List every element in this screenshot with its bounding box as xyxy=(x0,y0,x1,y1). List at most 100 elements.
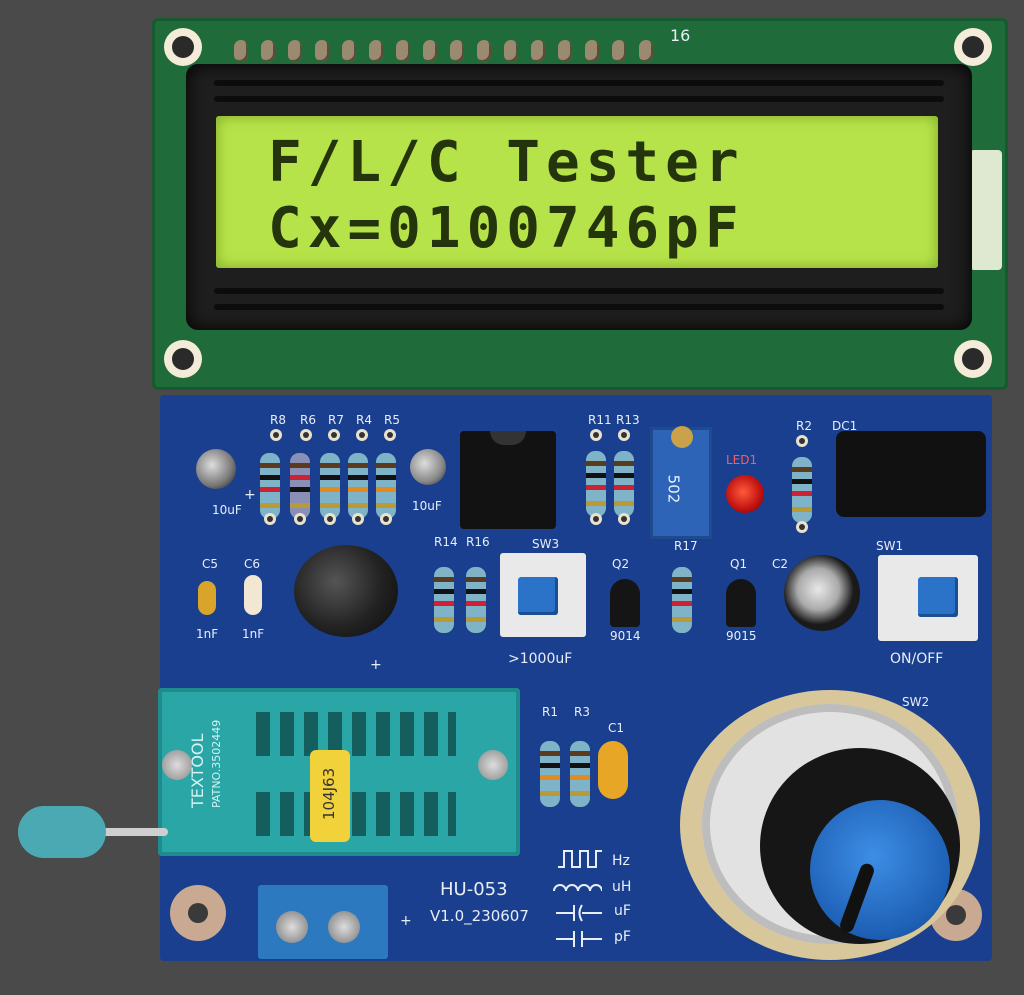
knob-pointer xyxy=(838,861,876,935)
header-pin xyxy=(585,40,599,62)
label-sw3: SW3 xyxy=(532,537,560,551)
pad xyxy=(328,429,340,441)
label-q1-part: 9015 xyxy=(726,629,757,643)
header-pin xyxy=(612,40,626,62)
lcd-line-1: F/L/C Tester xyxy=(268,130,745,195)
resistor-r16 xyxy=(466,567,486,633)
label-sw1: SW1 xyxy=(876,539,904,553)
plus-mark: + xyxy=(244,487,256,503)
resistor-r7 xyxy=(320,453,340,519)
pad xyxy=(300,429,312,441)
resistor-r13 xyxy=(614,451,634,517)
hole xyxy=(946,905,966,925)
terminal-plus-mark: + xyxy=(400,913,412,929)
capacitor-code: 104J63 xyxy=(320,767,338,820)
pad xyxy=(384,429,396,441)
header-pin xyxy=(504,40,518,62)
capacitor-c1 xyxy=(598,741,628,799)
socket-brand-text: TEXTOOL xyxy=(188,733,207,808)
socket-rivet-right xyxy=(478,750,508,780)
label-r17: R17 xyxy=(674,539,698,553)
pad xyxy=(324,513,336,525)
label-uh: uH xyxy=(612,879,632,895)
label-r3: R3 xyxy=(574,705,590,719)
label-pf: pF xyxy=(614,929,631,945)
socket-rivet-left xyxy=(162,750,192,780)
pad xyxy=(270,429,282,441)
bezel-rib-bottom-2 xyxy=(214,304,944,310)
led-red xyxy=(726,475,764,513)
capacitor-c2 xyxy=(784,555,860,631)
socket-lever-arm[interactable] xyxy=(76,828,168,836)
label-10uf-left: 10uF xyxy=(212,503,242,517)
mounting-hole-bottom-right xyxy=(954,340,992,378)
resistor-r14 xyxy=(434,567,454,633)
capacitor-symbol xyxy=(556,929,602,949)
label-sw2: SW2 xyxy=(902,695,930,709)
label-r5: R5 xyxy=(384,413,400,427)
ic-chip xyxy=(460,431,556,529)
capacitor-c5 xyxy=(198,581,216,615)
trimmer-potentiometer[interactable]: 502 xyxy=(650,426,712,539)
label-c6: C6 xyxy=(244,557,261,571)
label-hz: Hz xyxy=(612,853,630,869)
polar-capacitor-symbol xyxy=(556,903,602,923)
terminal-screw-1[interactable] xyxy=(276,911,308,943)
screw-terminal-block xyxy=(258,885,388,959)
label-c5: C5 xyxy=(202,557,219,571)
bezel-rib-top-2 xyxy=(214,96,944,102)
dc-power-jack[interactable] xyxy=(836,431,986,517)
resistor-r8 xyxy=(260,453,280,519)
label-q2: Q2 xyxy=(612,557,630,571)
trimmer-screw[interactable] xyxy=(671,426,693,448)
switch-sw3-button[interactable] xyxy=(518,577,558,615)
mounting-hole-bottom-left xyxy=(164,340,202,378)
pad xyxy=(796,435,808,447)
pad xyxy=(352,513,364,525)
inductor-choke xyxy=(294,545,398,637)
resistor-r11 xyxy=(586,451,606,517)
socket-lever-knob[interactable] xyxy=(18,806,106,858)
selector-knob[interactable] xyxy=(810,800,950,940)
hole xyxy=(188,903,208,923)
capacitor-10uf-right xyxy=(410,449,446,485)
header-pin xyxy=(315,40,329,62)
header-pin xyxy=(639,40,653,62)
socket-plus-mark: + xyxy=(370,657,382,673)
label-uf: uF xyxy=(614,903,631,919)
pad xyxy=(590,513,602,525)
lcd-screen: F/L/C Tester Cx=0100746pF xyxy=(216,116,938,268)
terminal-screw-2[interactable] xyxy=(328,911,360,943)
label-c5-value: 1nF xyxy=(196,627,219,641)
socket-contacts-top xyxy=(256,712,456,756)
mounting-hole-top-right xyxy=(954,28,992,66)
ic-notch xyxy=(490,431,526,445)
label-led1: LED1 xyxy=(726,453,758,467)
header-pin xyxy=(531,40,545,62)
header-pin xyxy=(558,40,572,62)
label-c1: C1 xyxy=(608,721,625,735)
pad xyxy=(618,429,630,441)
pad xyxy=(294,513,306,525)
main-pcb: R8 R6 R7 R4 R5 R11 R13 R2 DC1 LED1 10uF … xyxy=(160,395,992,961)
backlight-tab xyxy=(970,150,1002,270)
resistor-r6 xyxy=(290,453,310,519)
pad xyxy=(590,429,602,441)
power-switch-button[interactable] xyxy=(918,577,958,617)
pin-count-label: 16 xyxy=(670,26,691,45)
lcd-line-2: Cx=0100746pF xyxy=(268,196,745,261)
label-r13: R13 xyxy=(616,413,640,427)
pcb-mount-hole-left xyxy=(170,885,226,941)
label-q1: Q1 xyxy=(730,557,748,571)
transistor-q1 xyxy=(726,579,756,627)
header-pin xyxy=(477,40,491,62)
resistor-r1 xyxy=(540,741,560,807)
trimmer-code: 502 xyxy=(664,474,683,504)
pad xyxy=(380,513,392,525)
bezel-rib-top xyxy=(214,80,944,86)
pad xyxy=(618,513,630,525)
zif-test-socket[interactable]: TEXTOOL PATNO.3502449 104J63 xyxy=(158,688,520,856)
label-r2: R2 xyxy=(796,419,812,433)
header-pin xyxy=(261,40,275,62)
square-wave-symbol xyxy=(558,849,602,869)
